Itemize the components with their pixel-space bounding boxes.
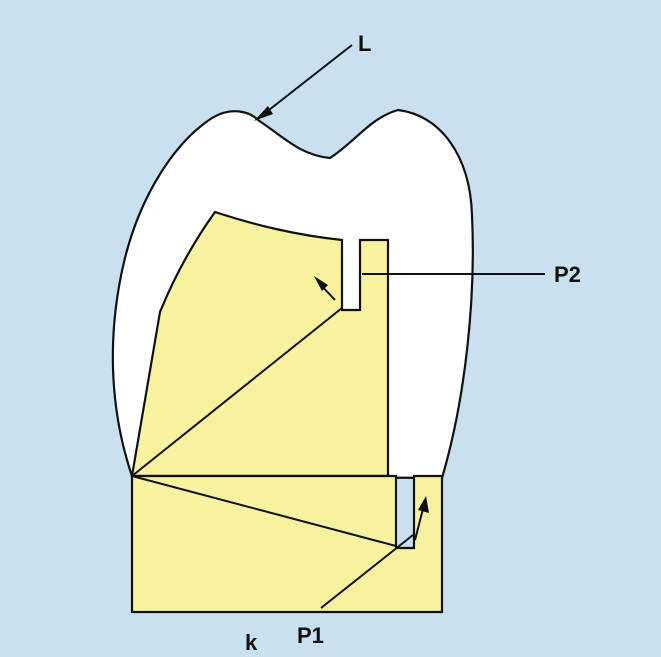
root-block [130,474,444,614]
leader-p1 [320,534,414,609]
leader-l-arrowhead [254,106,273,121]
leader-l [259,44,353,118]
label-p2: P2 [554,262,581,287]
core-build-up [130,210,390,478]
p1-arrow-head [418,496,429,513]
p2-arrow-head [314,276,328,291]
label-p1: P1 [297,623,324,648]
line-to-p1-slot [131,475,397,547]
label-l: L [358,31,371,56]
line-to-p2-slot [131,307,343,477]
label-k: k [245,630,258,655]
